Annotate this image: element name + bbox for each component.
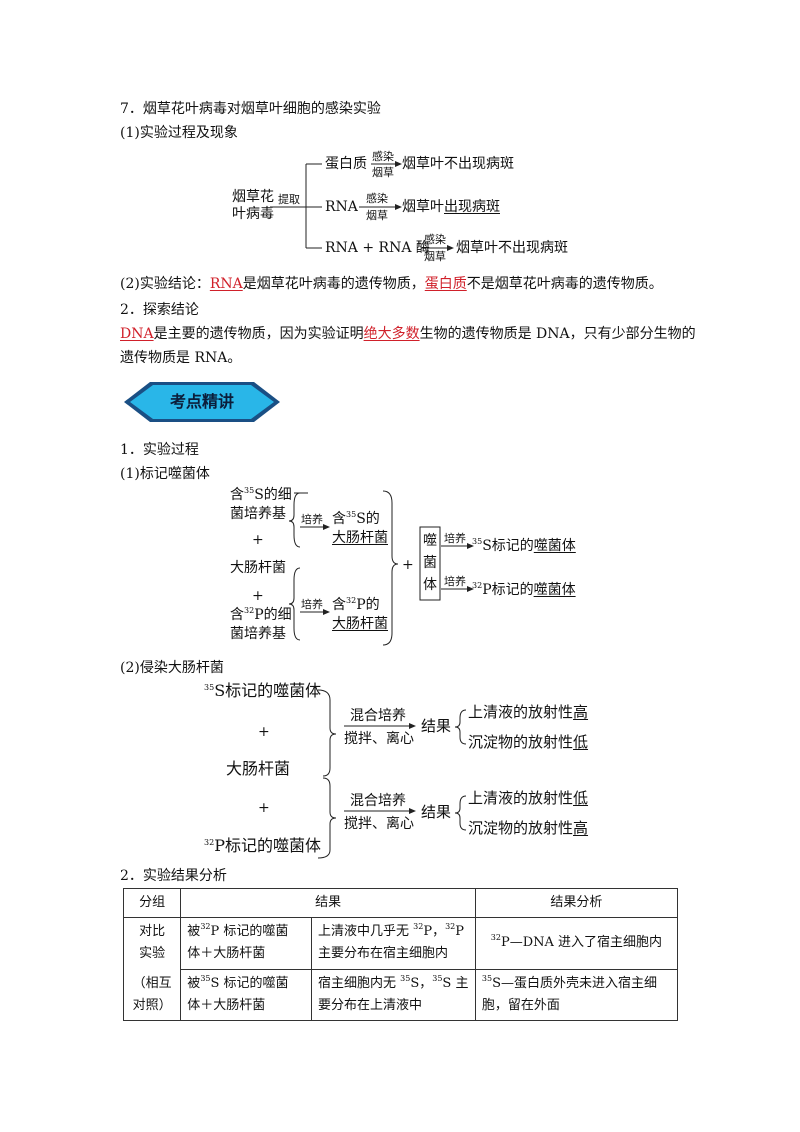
infect-top-1: 感染 bbox=[372, 150, 394, 163]
banner-label: 考点精讲 bbox=[169, 392, 234, 411]
header-analysis: 结果分析 bbox=[474, 888, 679, 918]
tmv-source: 烟草花 叶病毒 bbox=[232, 189, 274, 222]
tmv-branch-rna-rnase: RNA + RNA 酶 bbox=[325, 240, 430, 256]
infect-top-3: 感染 bbox=[424, 233, 446, 246]
extract-label: 提取 bbox=[278, 193, 300, 206]
mix-culture-2: 混合培养 bbox=[350, 793, 406, 809]
row1-analysis: 32P—DNA 进入了宿主细胞内 bbox=[474, 917, 679, 970]
infect-phage-p32: 32P标记的噬菌体 bbox=[204, 836, 321, 855]
analysis-title: 2．实验结果分析 bbox=[120, 868, 227, 884]
banner-diamond-shape bbox=[124, 382, 280, 422]
stir-centrifuge-1: 搅拌、离心 bbox=[344, 731, 414, 747]
tmv-result-1: 烟草叶不出现病斑 bbox=[402, 156, 514, 172]
tmv-result-3: 烟草叶不出现病斑 bbox=[456, 240, 568, 256]
plus-1: + bbox=[252, 532, 264, 548]
header-group: 分组 bbox=[122, 888, 182, 918]
tmv-branch-protein: 蛋白质 bbox=[325, 156, 367, 172]
medium-s35: 含35S的细 菌培养基 bbox=[230, 486, 292, 523]
table-header-row: 分组 结果 结果分析 bbox=[122, 888, 679, 918]
key-points-banner: 考点精讲 bbox=[122, 380, 282, 424]
infect-bottom-3: 烟草 bbox=[424, 250, 446, 263]
table-row: 被35S 标记的噬菌 体＋大肠杆菌 宿主细胞内无 35S，35S 主 要分布在上… bbox=[124, 968, 679, 1021]
row2-analysis: 35S—蛋白质外壳未进入宿主细 胞，留在外面 bbox=[474, 968, 679, 1021]
tmv-branch-rna: RNA bbox=[325, 199, 358, 215]
row2-group: 被35S 标记的噬菌 体＋大肠杆菌 bbox=[180, 968, 312, 1021]
ecoli-label: 大肠杆菌 bbox=[230, 560, 286, 576]
section7-conclusion: (2)实验结论：RNA是烟草花叶病毒的遗传物质，蛋白质不是烟草花叶病毒的遗传物质… bbox=[120, 276, 663, 292]
culture-label-3: 培养 bbox=[444, 532, 466, 545]
mix-culture-1: 混合培养 bbox=[350, 708, 406, 724]
culture-label-1: 培养 bbox=[301, 513, 323, 526]
analysis-table: 分组 结果 结果分析 对比 实验 （相互 对照） 被32P 标记的噬菌 体＋大肠… bbox=[122, 888, 679, 1021]
ecoli-s35: 含35S的 大肠杆菌 bbox=[332, 510, 388, 547]
phage-box: 噬 菌 体 bbox=[423, 533, 437, 593]
p32-supernatant: 上清液的放射性低 bbox=[468, 789, 589, 807]
medium-p32: 含32P的细 菌培养基 bbox=[230, 606, 292, 643]
row1-group: 被32P 标记的噬菌 体＋大肠杆菌 bbox=[180, 917, 312, 970]
plus-3: + bbox=[402, 557, 414, 573]
row2-result: 宿主细胞内无 35S，35S 主 要分布在上清液中 bbox=[311, 968, 476, 1021]
table-row: 对比 实验 （相互 对照） 被32P 标记的噬菌 体＋大肠杆菌 上清液中几乎无 … bbox=[122, 917, 679, 1021]
conclusion-line-2: 遗传物质是 RNA。 bbox=[120, 350, 242, 366]
infect-phage-s35: 35S标记的噬菌体 bbox=[204, 681, 322, 700]
phage-p32-labeled: 32P标记的噬菌体 bbox=[472, 581, 576, 599]
infect-top-2: 感染 bbox=[366, 192, 388, 205]
infect-plus-2: + bbox=[258, 800, 270, 816]
result-label-1: 结果 bbox=[421, 717, 452, 735]
section7-process-heading: (1)实验过程及现象 bbox=[120, 125, 238, 141]
group-label-cell: 对比 实验 （相互 对照） bbox=[122, 917, 182, 1021]
infect-ecoli: 大肠杆菌 bbox=[226, 759, 291, 778]
header-result: 结果 bbox=[180, 888, 476, 918]
label-phage-heading: (1)标记噬菌体 bbox=[120, 466, 210, 482]
s35-precipitate: 沉淀物的放射性低 bbox=[468, 733, 589, 751]
p32-precipitate: 沉淀物的放射性高 bbox=[468, 819, 589, 837]
section7-title: 7．烟草花叶病毒对烟草叶细胞的感染实验 bbox=[120, 101, 381, 117]
process-title: 1．实验过程 bbox=[120, 442, 199, 458]
infect-plus-1: + bbox=[258, 724, 270, 740]
plus-2: + bbox=[252, 588, 264, 604]
row1-result: 上清液中几乎无 32P，32P 主要分布在宿主细胞内 bbox=[311, 917, 476, 970]
culture-label-2: 培养 bbox=[301, 598, 323, 611]
ecoli-p32: 含32P的 大肠杆菌 bbox=[332, 596, 388, 633]
result-label-2: 结果 bbox=[421, 803, 452, 821]
infect-bottom-1: 烟草 bbox=[372, 166, 394, 179]
culture-label-4: 培养 bbox=[444, 575, 466, 588]
phage-s35-labeled: 35S标记的噬菌体 bbox=[472, 537, 576, 555]
infect-heading: (2)侵染大肠杆菌 bbox=[120, 660, 224, 676]
tmv-result-2: 烟草叶出现病斑 bbox=[402, 199, 500, 215]
conclusion-title: 2．探索结论 bbox=[120, 302, 199, 318]
s35-supernatant: 上清液的放射性高 bbox=[468, 703, 589, 721]
stir-centrifuge-2: 搅拌、离心 bbox=[344, 816, 414, 832]
conclusion-line-1: DNA是主要的遗传物质，因为实验证明绝大多数生物的遗传物质是 DNA，只有少部分… bbox=[120, 326, 696, 342]
infect-bottom-2: 烟草 bbox=[366, 209, 388, 222]
